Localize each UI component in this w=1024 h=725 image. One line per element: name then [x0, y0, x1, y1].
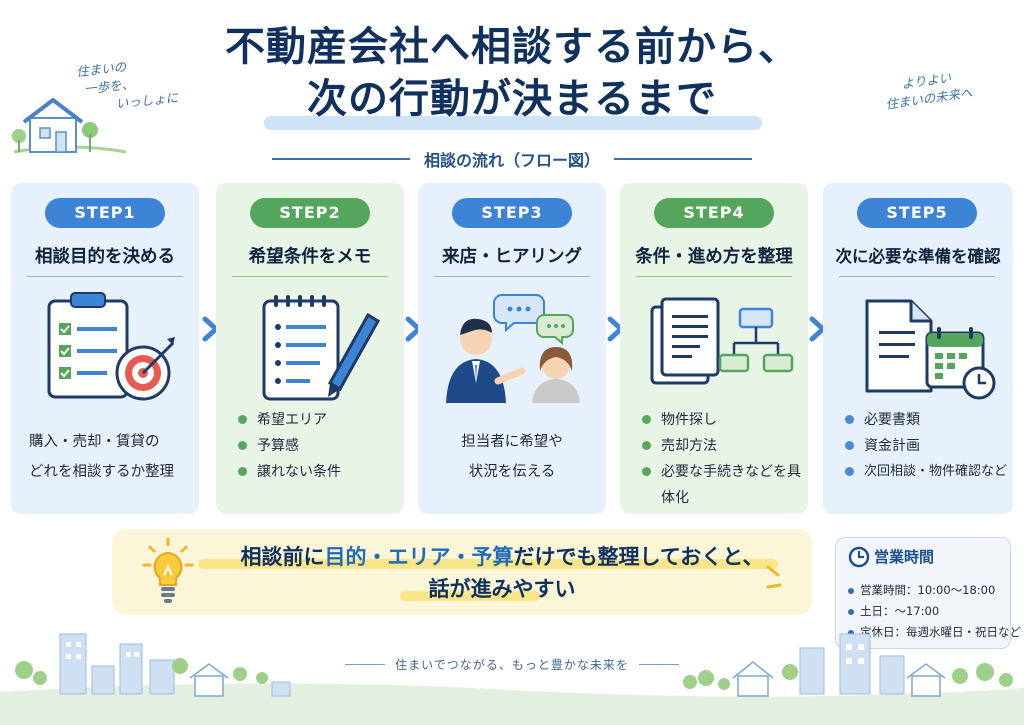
subtitle: 相談の流れ（フロー図）	[424, 151, 601, 170]
divider	[614, 158, 753, 160]
divider	[27, 276, 183, 277]
description-line: 購入・売却・賃貸の	[29, 434, 160, 450]
step-bullet-list: 希望エリア 予算感 譲れない条件	[238, 407, 398, 485]
list-item-text: 必要な手続きなどを具体化	[661, 464, 801, 506]
list-item: 希望エリア	[238, 407, 398, 433]
city-skyline	[0, 633, 1024, 725]
bullet-dot	[845, 441, 854, 450]
list-item: 予算感	[238, 433, 398, 459]
list-item: 必要な手続きなどを具体化	[642, 459, 802, 511]
documents-flowchart-icon	[650, 297, 794, 385]
step-card-1: STEP1 相談目的を決める 購入・売却・賃貸の どれを相談するか整理	[11, 183, 199, 514]
page-title-line1: 不動産会社へ相談する前から、	[225, 24, 799, 70]
step-description: 担当者に希望や 状況を伝える	[428, 427, 596, 487]
list-item: 次回相談・物件確認など	[845, 459, 1008, 485]
step-title: 相談目的を決める	[35, 247, 175, 267]
step-description: 購入・売却・賃貸の どれを相談するか整理	[29, 427, 189, 487]
text-highlight	[400, 591, 540, 601]
list-item: 土日：〜17:00	[848, 601, 1021, 622]
divider	[232, 276, 388, 277]
list-item-text: 譲れない条件	[257, 464, 341, 480]
list-item-text: 次回相談・物件確認など	[864, 464, 1008, 479]
list-item-text: 売却方法	[661, 438, 717, 454]
clock-icon	[848, 546, 870, 568]
step-title: 次に必要な準備を確認	[835, 247, 1001, 266]
divider	[839, 276, 995, 277]
bullet-dot	[642, 415, 651, 424]
subtitle-row: 相談の流れ（フロー図）	[272, 146, 753, 172]
list-item: 資金計画	[845, 433, 1005, 459]
tip-box: 相談前に目的・エリア・予算だけでも整理しておくと、 話が進みやすい	[112, 529, 812, 615]
step-title: 来店・ヒアリング	[442, 247, 582, 267]
list-item-text: 物件探し	[661, 412, 717, 428]
list-item: 物件探し	[642, 407, 802, 433]
house-icon	[12, 98, 127, 154]
step-label: STEP1	[45, 198, 165, 228]
step-card-2: STEP2 希望条件をメモ 希望エリア 予算感 譲れない条件	[216, 183, 404, 514]
list-item-text: 予算感	[257, 438, 299, 454]
bullet-dot	[845, 467, 854, 476]
step-label: STEP3	[452, 198, 572, 228]
list-item-text: 定休日：毎週水曜日・祝日など	[860, 625, 1021, 639]
tip-highlight-text: 目的・エリア・予算	[324, 545, 514, 569]
divider	[636, 276, 792, 277]
bullet-dot	[848, 608, 854, 615]
title-highlight	[264, 116, 762, 130]
bullet-dot	[642, 441, 651, 450]
bullet-dot	[238, 415, 247, 424]
business-hours-box: 営業時間 営業時間：10:00〜18:00 土日：〜17:00 定休日：毎週水曜…	[835, 537, 1021, 649]
consultation-people-icon	[446, 294, 580, 403]
page-title-line2: 次の行動が決まるまで	[307, 76, 717, 122]
list-item-text: 必要書類	[864, 412, 920, 428]
tip-text-line2: 話が進みやすい	[428, 577, 576, 601]
step-card-5: STEP5 次に必要な準備を確認 必要書類 資金計画 次回相談・物件確認など	[823, 183, 1013, 514]
lightbulb-icon	[142, 537, 194, 603]
list-item: 譲れない条件	[238, 459, 398, 485]
list-item: 売却方法	[642, 433, 802, 459]
step-label: STEP5	[857, 198, 977, 228]
list-item: 定休日：毎週水曜日・祝日など	[848, 622, 1021, 643]
tip-text: 相談前に目的・エリア・予算だけでも整理しておくと、 話が進みやすい	[202, 541, 802, 605]
footer-tagline: 住まいでつながる、もっと豊かな未来を	[340, 654, 684, 674]
step-label: STEP2	[250, 198, 370, 228]
step-title: 希望条件をメモ	[248, 247, 372, 267]
divider	[272, 158, 410, 160]
tip-text-part: だけでも整理しておくと、	[513, 545, 764, 569]
bullet-dot	[238, 441, 247, 450]
description-line: どれを相談するか整理	[29, 464, 174, 480]
footer-text: 住まいでつながる、もっと豊かな未来を	[395, 657, 629, 672]
document-calendar-icon	[865, 299, 996, 400]
bullet-dot	[848, 629, 854, 636]
divider	[345, 663, 386, 665]
step-bullet-list: 物件探し 売却方法 必要な手続きなどを具体化	[642, 407, 802, 511]
step-bullet-list: 必要書類 資金計画 次回相談・物件確認など	[845, 407, 1008, 485]
business-hours-list: 営業時間：10:00〜18:00 土日：〜17:00 定休日：毎週水曜日・祝日な…	[848, 580, 1021, 643]
list-item: 必要書類	[845, 407, 1005, 433]
step-card-3: STEP3 来店・ヒアリング 担当者に希望や 状況を伝える	[418, 183, 606, 514]
list-item-text: 資金計画	[864, 438, 920, 454]
bullet-dot	[642, 467, 651, 476]
description-line: 担当者に希望や	[461, 434, 563, 450]
list-item: 営業時間：10:00〜18:00	[848, 580, 1021, 601]
checklist-target-icon	[47, 292, 175, 401]
list-item-text: 営業時間：10:00〜18:00	[860, 583, 996, 597]
list-item-text: 土日：〜17:00	[860, 604, 940, 618]
step-title: 条件・進め方を整理	[635, 247, 793, 267]
step-label: STEP4	[654, 198, 774, 228]
tip-text-part: 相談前に	[240, 545, 325, 569]
notepad-pencil-icon	[262, 295, 381, 401]
bullet-dot	[848, 587, 854, 594]
bullet-dot	[845, 415, 854, 424]
business-hours-title: 営業時間	[874, 548, 935, 566]
sparkle-lines	[766, 565, 782, 589]
list-item-text: 希望エリア	[257, 412, 327, 428]
bullet-dot	[238, 467, 247, 476]
description-line: 状況を伝える	[468, 464, 556, 480]
divider	[434, 276, 590, 277]
text-highlight	[198, 559, 778, 569]
step-card-4: STEP4 条件・進め方を整理 物件探し 売却方法 必要な手続きなどを具体化	[620, 183, 808, 514]
divider	[638, 663, 679, 665]
